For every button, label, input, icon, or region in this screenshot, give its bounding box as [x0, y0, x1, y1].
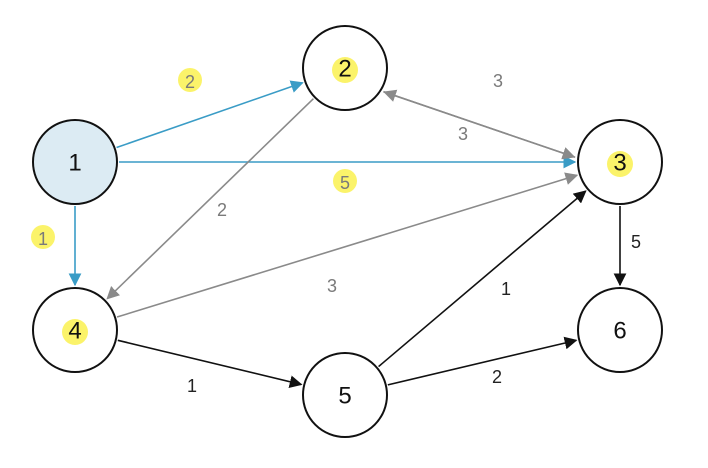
edge-weight-5-to-3: 1 — [501, 279, 511, 299]
edge-label-highlight — [333, 169, 357, 193]
edge-weight-5-to-6: 2 — [492, 367, 502, 387]
edge-label-highlight — [31, 225, 55, 249]
edge-weight-3-to-6: 5 — [631, 232, 641, 252]
node-4: 4 — [32, 287, 118, 373]
node-6: 6 — [577, 287, 663, 373]
node-label: 2 — [338, 56, 351, 83]
edges-layer — [68, 80, 627, 388]
edge-weight-1-to-2: 2 — [185, 72, 195, 92]
node-label-highlight — [62, 319, 88, 345]
edge-weight-4-to-3: 3 — [327, 276, 337, 296]
node-1: 1 — [32, 119, 118, 205]
edge-4-to-5 — [117, 339, 303, 388]
edge-5-to-3 — [378, 190, 587, 368]
edge-weight-2-to-3: 3 — [493, 71, 503, 91]
node-label: 1 — [68, 150, 81, 177]
edge-weight-2-to-4: 2 — [217, 200, 227, 220]
node-label-highlight — [607, 151, 633, 177]
node-label: 5 — [338, 383, 351, 410]
node-3: 3 — [577, 119, 663, 205]
edge-1-to-2 — [116, 80, 304, 149]
edge-weight-1-to-4: 1 — [38, 229, 48, 249]
edge-weight-3-to-2: 3 — [458, 124, 468, 144]
edge-label-highlight — [178, 68, 202, 92]
node-label: 4 — [68, 318, 81, 345]
edge-2-to-4 — [106, 98, 314, 300]
edge-weight-4-to-5: 1 — [187, 376, 197, 396]
edge-4-to-3 — [116, 172, 579, 318]
edge-5-to-6 — [387, 336, 578, 386]
node-label: 3 — [613, 150, 626, 177]
node-label: 6 — [613, 318, 626, 345]
node-2: 2 — [302, 25, 388, 111]
edge-labels-layer: 2 5 1 3 3 2 3 1 1 2 5 — [31, 68, 641, 396]
edge-3-to-2 — [383, 89, 576, 158]
edge-weight-1-to-3: 5 — [340, 173, 350, 193]
node-5: 5 — [302, 352, 388, 438]
node-label-highlight — [332, 57, 358, 83]
node-circle — [32, 119, 118, 205]
node-circle — [302, 352, 388, 438]
nodes-layer: 1 2 3 4 5 6 — [32, 25, 663, 438]
node-circle — [577, 287, 663, 373]
